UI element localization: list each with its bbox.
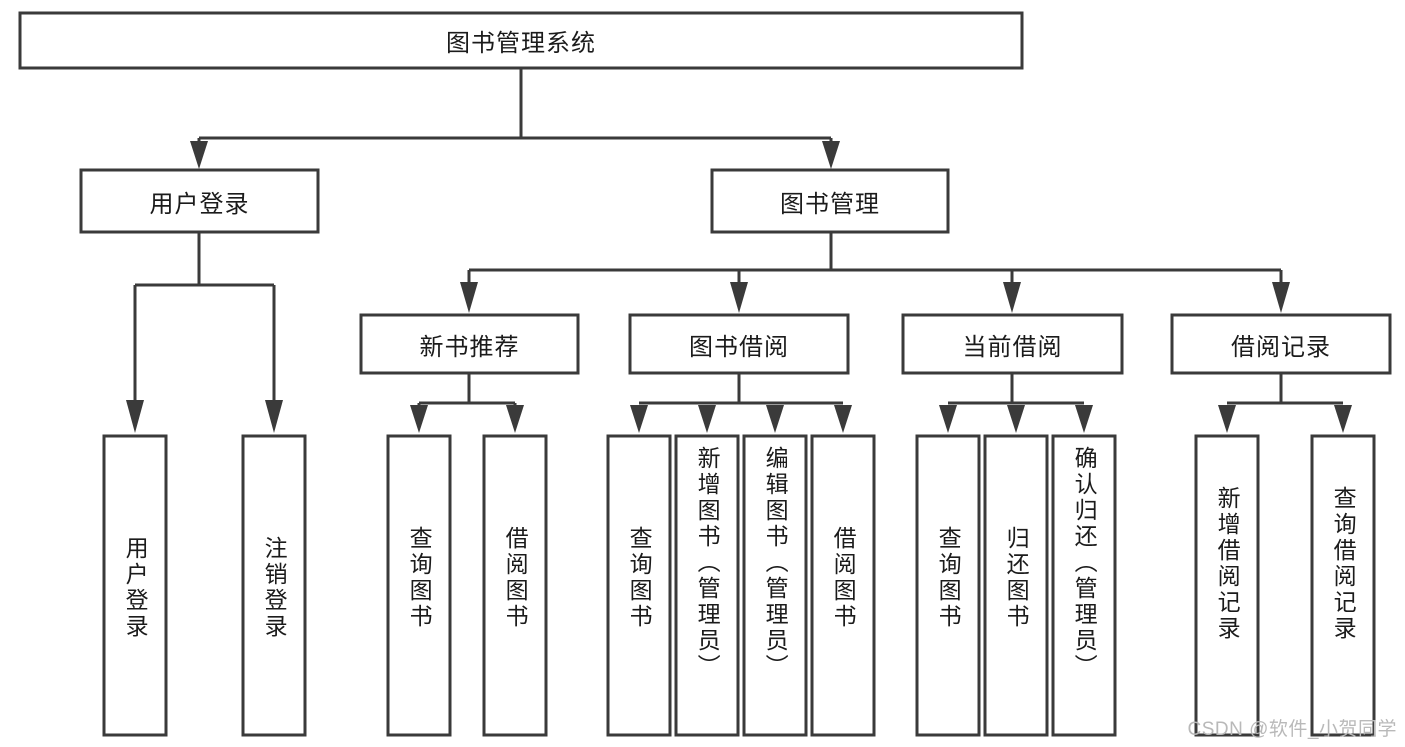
watermark-text: CSDN @软件_小贺同学 — [1187, 719, 1397, 740]
leaf-return-book-box[interactable] — [983, 434, 1049, 737]
arrow-user-login-leaf-2 — [265, 400, 283, 433]
leaf-user-login-box[interactable] — [102, 434, 168, 737]
leaf-edit-book-admin-box[interactable] — [742, 434, 808, 737]
arrow-bm-to-borrow-record — [1272, 282, 1290, 313]
node-book-borrow-box[interactable] — [628, 313, 850, 375]
arrow-user-login-leaf-1 — [126, 400, 144, 433]
arrow-br-leaf-1 — [1218, 405, 1236, 433]
arrow-bb-leaf-2 — [698, 405, 716, 433]
node-new-book-recommend-box[interactable] — [359, 313, 580, 375]
leaf-borrow-book-2-box[interactable] — [810, 434, 876, 737]
arrow-root-to-user-login — [190, 141, 208, 169]
leaf-query-borrow-record-box[interactable] — [1310, 434, 1376, 737]
arrow-cb-leaf-3 — [1075, 405, 1093, 433]
leaf-query-book-2-box[interactable] — [606, 434, 672, 737]
node-user-login-box[interactable] — [79, 168, 320, 234]
node-current-borrow-box[interactable] — [901, 313, 1124, 375]
node-borrow-record-box[interactable] — [1170, 313, 1392, 375]
arrow-cb-leaf-1 — [939, 405, 957, 433]
leaf-borrow-book-1-box[interactable] — [482, 434, 548, 737]
leaf-logout-login-box[interactable] — [241, 434, 307, 737]
arrow-bb-leaf-3 — [766, 405, 784, 433]
leaf-add-borrow-record-box[interactable] — [1194, 434, 1260, 737]
arrow-bm-to-current-borrow — [1003, 282, 1021, 313]
arrow-bm-to-new-book-recommend — [460, 282, 478, 313]
arrow-bb-leaf-4 — [834, 405, 852, 433]
arrow-nbr-leaf-2 — [506, 405, 524, 433]
leaf-confirm-return-admin-box[interactable] — [1051, 434, 1117, 737]
leaf-query-book-1-box[interactable] — [386, 434, 452, 737]
node-root-box[interactable] — [18, 11, 1024, 70]
arrow-br-leaf-2 — [1334, 405, 1352, 433]
arrow-cb-leaf-2 — [1007, 405, 1025, 433]
leaf-add-book-admin-box[interactable] — [674, 434, 740, 737]
leaf-query-book-3-box[interactable] — [915, 434, 981, 737]
arrow-bb-leaf-1 — [630, 405, 648, 433]
arrow-bm-to-book-borrow — [730, 282, 748, 313]
arrow-nbr-leaf-1 — [410, 405, 428, 433]
arrow-root-to-book-management — [822, 141, 840, 169]
node-book-management-box[interactable] — [710, 168, 950, 234]
